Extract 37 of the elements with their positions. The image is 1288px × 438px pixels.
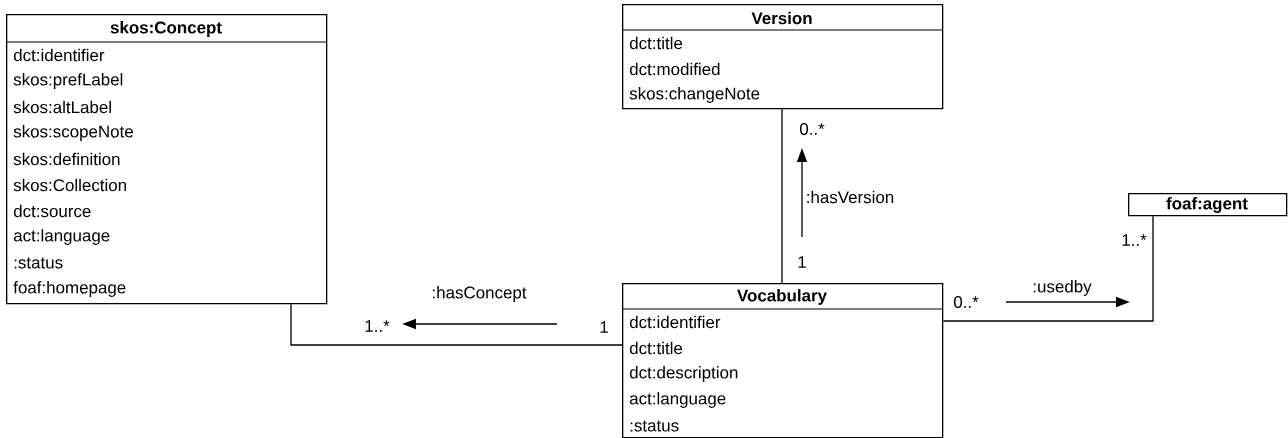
attribute-text: skos:changeNote bbox=[629, 87, 760, 103]
class-box bbox=[621, 283, 944, 438]
association-line bbox=[290, 303, 623, 346]
class-box bbox=[621, 4, 944, 110]
attribute-text: skos:scopeNote bbox=[13, 125, 133, 141]
attribute-text: dct:title bbox=[629, 36, 683, 50]
attribute-text: skos:definition bbox=[13, 152, 120, 166]
attribute-text: act:language bbox=[13, 229, 110, 245]
multiplicity-label: 1 bbox=[600, 321, 608, 333]
attribute-text: dct:source bbox=[13, 204, 91, 218]
edge-label: :hasVersion bbox=[807, 190, 894, 204]
class-box bbox=[5, 14, 328, 305]
class-name: Version bbox=[751, 11, 812, 25]
multiplicity-label: 0..* bbox=[953, 296, 979, 308]
class-box bbox=[1128, 193, 1288, 217]
attribute-text: foaf:homepage bbox=[13, 281, 126, 297]
attribute-text: act:language bbox=[629, 392, 726, 408]
attribute-text: skos:Collection bbox=[13, 178, 126, 192]
association-line bbox=[942, 215, 1154, 322]
association-line bbox=[781, 108, 783, 284]
multiplicity-label: 1..* bbox=[365, 320, 390, 332]
attribute-text: dct:modified bbox=[629, 62, 720, 76]
class-name: foaf:agent bbox=[1166, 197, 1248, 213]
attribute-text: dct:title bbox=[629, 341, 683, 355]
multiplicity-label: 1 bbox=[798, 256, 806, 268]
edge-label: :usedby bbox=[1033, 280, 1092, 296]
class-name: Vocabulary bbox=[737, 289, 827, 305]
attribute-text: skos:altLabel bbox=[13, 100, 111, 114]
attribute-text: :status bbox=[14, 257, 63, 269]
class-name: skos:Concept bbox=[110, 21, 222, 37]
attribute-text: dct:description bbox=[629, 366, 738, 382]
attribute-text: dct:identifier bbox=[13, 48, 105, 62]
attribute-text: dct:identifier bbox=[629, 315, 721, 329]
edge-label: :hasConcept bbox=[433, 286, 527, 302]
attribute-text: :status bbox=[630, 420, 679, 432]
multiplicity-label: 1..* bbox=[1122, 234, 1147, 246]
attribute-text: skos:prefLabel bbox=[13, 73, 123, 89]
